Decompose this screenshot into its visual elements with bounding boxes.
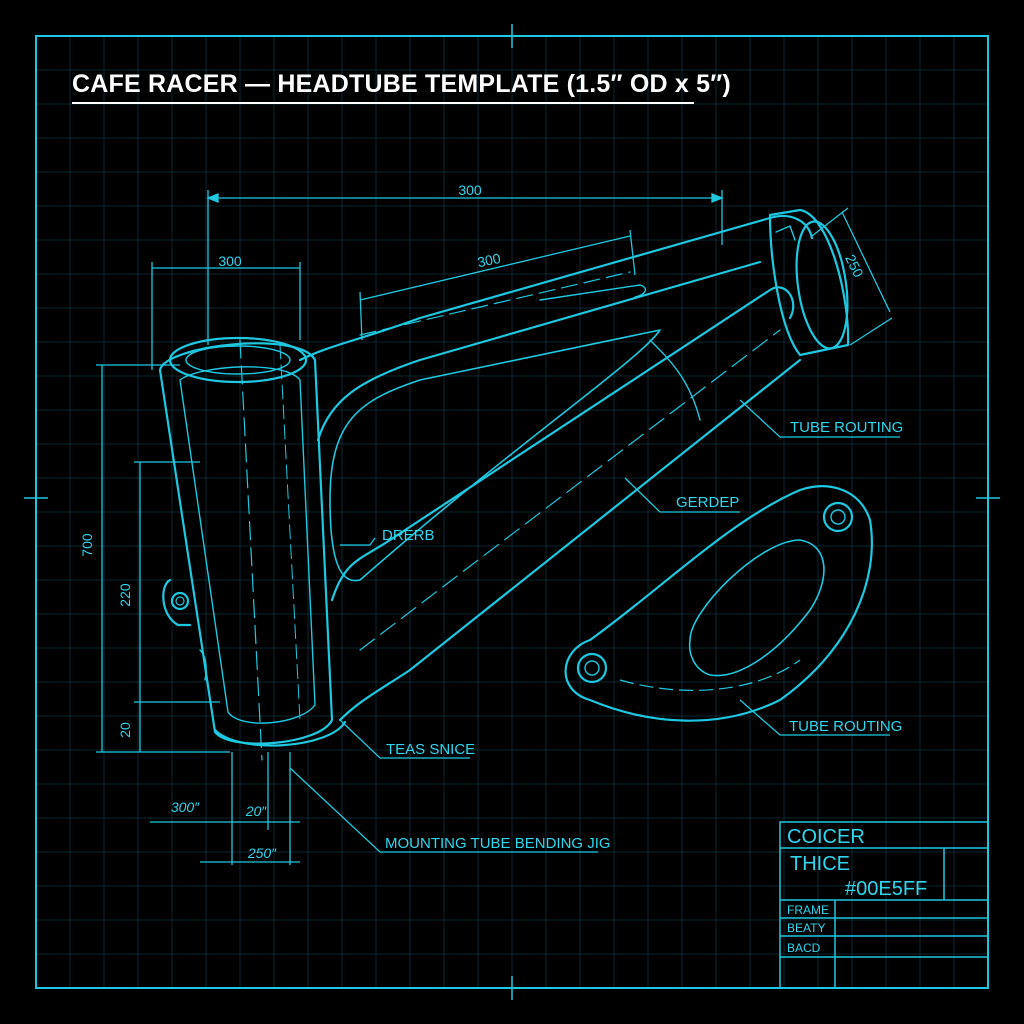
dim-top-overall: 300: [458, 182, 482, 198]
dim-bottom-left: 300″: [171, 799, 200, 815]
head-tube-outline: [158, 342, 334, 745]
title-block-line2: THICE: [790, 853, 850, 875]
title-underline: [72, 102, 694, 104]
center-ticks: [24, 24, 1000, 1000]
head-tube-inner: [179, 366, 316, 724]
dim-top-left: 300: [218, 253, 242, 269]
title-block: [779, 821, 989, 989]
bending-jig: [564, 485, 873, 722]
jig-inner-slot: [688, 539, 825, 677]
dimension-lines: [96, 190, 893, 865]
jig-hole-bottom: [576, 652, 608, 684]
dim-left-inner: 220: [117, 583, 133, 607]
callout-tube-routing-top: TUBE ROUTING: [790, 419, 903, 436]
title-block-row-1: FRAME: [787, 903, 829, 917]
head-tube-top-bore: [168, 336, 308, 384]
head-tube-centerline: [239, 339, 263, 761]
callout-mounting-jig: MOUNTING TUBE BENDING JIG: [385, 835, 611, 852]
top-tube: [298, 214, 814, 362]
title-block-row-2: BEATY: [787, 921, 825, 935]
grid: [35, 35, 989, 989]
down-tube-lower: [338, 358, 802, 722]
callout-labels: DRERB TUBE ROUTING GERDEP TEAS SNICE TUB…: [382, 419, 903, 852]
jig-outline: [564, 485, 873, 722]
callout-gerdep: GERDEP: [676, 494, 739, 511]
rear-lug-bore: [795, 220, 849, 350]
dimension-labels: 300 300 300 250 700 220 20 300″ 20″ 250″: [79, 182, 867, 861]
title-block-line1: COICER: [787, 826, 865, 848]
left-boss: [162, 578, 192, 627]
title-block-text: COICER THICE #00E5FF FRAME BEATY BACD: [787, 826, 927, 955]
dim-bottom-span: 250″: [247, 845, 277, 861]
head-tube-top-bore-inner: [185, 345, 291, 375]
dim-bottom-mid: 20″: [245, 803, 268, 819]
rear-lug: [768, 208, 850, 357]
callout-teas-snice: TEAS SNICE: [386, 741, 475, 758]
top-tube-lower: [316, 260, 762, 442]
dim-left-bottom: 20: [117, 722, 133, 738]
gusset-cutout: [329, 329, 661, 582]
jig-hole-top: [822, 501, 854, 533]
page-title: CAFE RACER — HEADTUBE TEMPLATE (1.5″ OD …: [72, 70, 731, 98]
frame-drawing: [158, 208, 850, 761]
leader-lines: [289, 399, 900, 853]
head-tube-bottom: [213, 720, 347, 747]
dim-top-tube: 300: [476, 250, 502, 271]
dim-left-overall: 700: [79, 533, 95, 557]
callout-tube-routing-bottom: TUBE ROUTING: [789, 718, 902, 735]
title-block-color-code: #00E5FF: [845, 878, 927, 900]
callout-drerb: DRERB: [382, 527, 435, 544]
title-block-row-3: BACD: [787, 941, 821, 955]
